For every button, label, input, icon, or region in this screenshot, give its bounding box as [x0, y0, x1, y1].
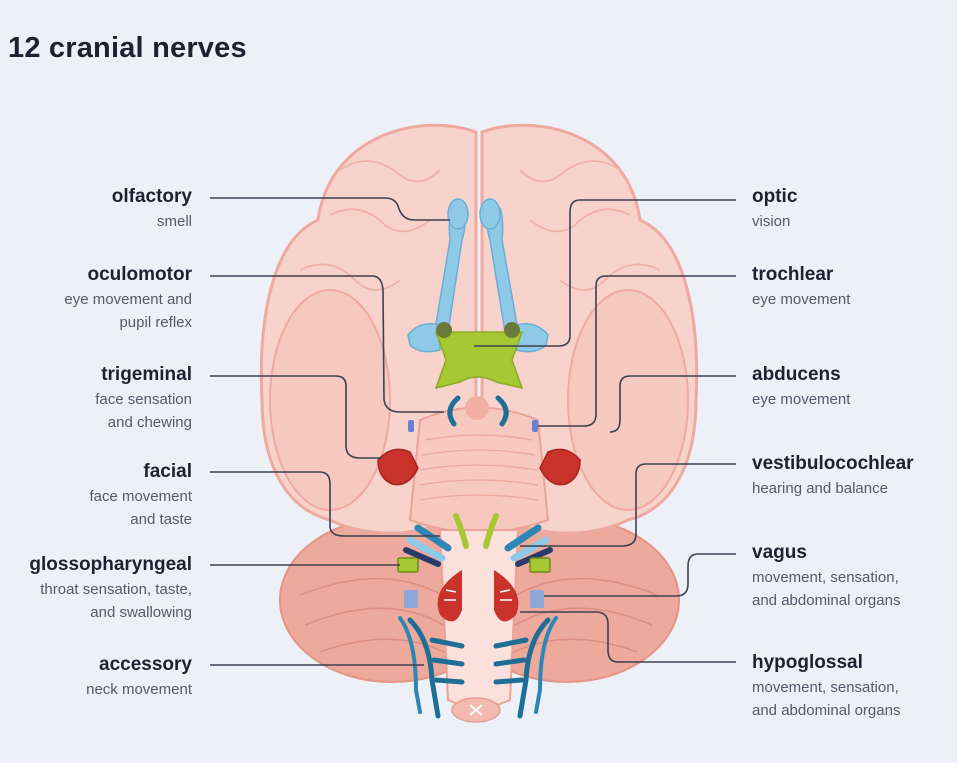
optic-chiasm — [434, 322, 524, 390]
leader-hypoglossal — [520, 611, 736, 663]
glossopharyngeal-name: glossopharyngeal — [29, 554, 192, 575]
label-facial: facial face movement and taste — [89, 459, 192, 531]
label-trochlear: trochlear eye movement — [752, 262, 850, 311]
label-oculomotor: oculomotor eye movement and pupil reflex — [64, 262, 192, 334]
accessory-desc: neck movement — [86, 681, 192, 698]
trochlear-nerve — [408, 420, 538, 432]
label-trigeminal: trigeminal face sensation and chewing — [95, 362, 192, 434]
pituitary — [465, 396, 489, 420]
optic-name: optic — [752, 186, 798, 207]
oculomotor-desc-line2: pupil reflex — [119, 314, 192, 331]
label-optic: optic vision — [752, 184, 797, 233]
facial-desc-line1: face movement — [89, 488, 192, 505]
label-hypoglossal: hypoglossal movement, sensation, and abd… — [752, 650, 900, 722]
leader-trigeminal — [210, 375, 382, 459]
leader-trochlear — [538, 275, 736, 427]
olfactory-desc: smell — [156, 213, 192, 230]
label-olfactory: olfactory smell — [112, 184, 192, 233]
leader-abducens — [609, 375, 736, 433]
leader-vagus — [544, 553, 736, 597]
hypoglossal-desc-line2: and abdominal organs — [752, 702, 901, 719]
trigeminal-name: trigeminal — [101, 364, 192, 385]
vagus-name: vagus — [752, 542, 807, 563]
glossopharyngeal-desc-line1: throat sensation, taste, — [40, 581, 192, 598]
glossopharyngeal-desc-line2: and swallowing — [90, 604, 192, 621]
glossopharyngeal-nerve — [397, 557, 551, 573]
facial-nerve — [403, 524, 553, 567]
facial-desc-line2: and taste — [130, 511, 192, 528]
olfactory-nerve — [407, 198, 549, 353]
leader-olfactory — [210, 197, 450, 221]
leader-facial — [210, 471, 440, 537]
optic-desc: vision — [752, 213, 791, 230]
abducens-name: abducens — [752, 364, 841, 385]
trigeminal-desc-line2: and chewing — [107, 414, 192, 431]
trigeminal-desc-line1: face sensation — [95, 391, 192, 408]
hypoglossal-desc-line1: movement, sensation, — [752, 679, 899, 696]
vestibulocochlear-nerve — [453, 513, 499, 549]
label-vagus: vagus movement, sensation, and abdominal… — [752, 540, 900, 612]
page-title: 12 cranial nerves — [8, 32, 247, 64]
accessory-name: accessory — [99, 654, 192, 675]
vagus-desc-line2: and abdominal organs — [752, 592, 901, 609]
label-vestibulocochlear: vestibulocochlear hearing and balance — [752, 451, 914, 500]
trochlear-name: trochlear — [752, 264, 834, 285]
hypoglossal-nerve — [398, 616, 558, 714]
label-abducens: abducens eye movement — [752, 362, 850, 411]
vestibulocochlear-name: vestibulocochlear — [752, 453, 914, 474]
leader-oculomotor — [210, 275, 444, 413]
vagus-nerve — [404, 590, 544, 608]
leader-optic — [474, 199, 736, 347]
accessory-nerve — [407, 617, 551, 719]
label-accessory: accessory neck movement — [86, 652, 192, 701]
oculomotor-desc-line1: eye movement and — [64, 291, 192, 308]
olfactory-name: olfactory — [111, 186, 192, 207]
oculomotor-name: oculomotor — [87, 264, 193, 285]
vagus-desc-line1: movement, sensation, — [752, 569, 899, 586]
abducens-desc: eye movement — [752, 391, 851, 408]
hypoglossal-name: hypoglossal — [752, 652, 863, 673]
vestibulocochlear-desc: hearing and balance — [752, 480, 888, 497]
oculomotor-nerve — [447, 395, 509, 427]
trigeminal-nerve — [377, 448, 581, 486]
facial-name: facial — [143, 461, 192, 482]
leader-vestibulocochlear — [520, 463, 736, 547]
trochlear-desc: eye movement — [752, 291, 851, 308]
label-glossopharyngeal: glossopharyngeal throat sensation, taste… — [29, 552, 192, 624]
leader-lines — [210, 197, 736, 666]
